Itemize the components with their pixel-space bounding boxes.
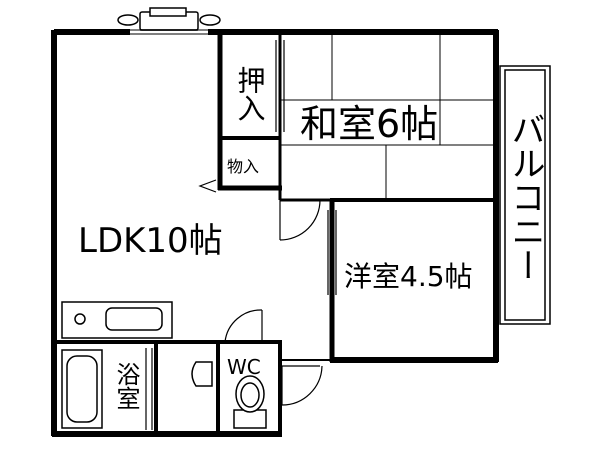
youshitsu-label: 洋室4.5帖 [344,260,473,293]
balcony-label: バルコニー [505,112,545,282]
kitchen-counter [61,301,173,339]
wash-basin [191,361,213,387]
doors [145,40,337,430]
top-window-unit [117,7,221,31]
toilet [233,375,267,429]
bath-label: 浴室 [112,362,140,410]
monoire-label: 物入 [227,157,259,176]
balcony [499,65,551,325]
ldk-label: LDK10帖 [78,221,223,261]
bathtub [61,349,103,429]
washitsu-label: 和室6帖 [300,102,438,146]
tatami-lines [280,32,496,198]
wc-label: WC [227,355,261,379]
oshiire-label: 押入 [234,66,267,122]
